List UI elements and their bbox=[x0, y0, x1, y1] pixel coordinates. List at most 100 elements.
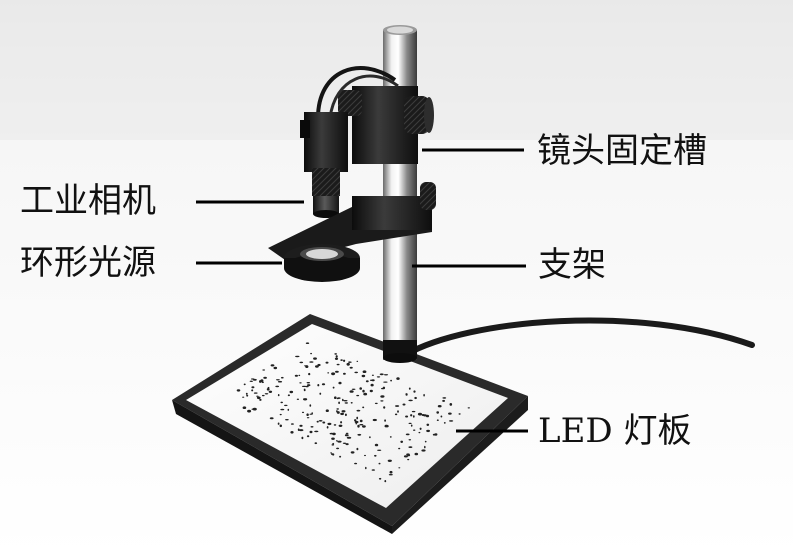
particle bbox=[336, 447, 340, 450]
particle bbox=[384, 480, 387, 483]
particle bbox=[398, 447, 401, 450]
particle bbox=[400, 440, 404, 443]
particle bbox=[303, 398, 308, 401]
particle bbox=[343, 372, 346, 375]
particle bbox=[377, 449, 382, 451]
particle bbox=[442, 397, 447, 399]
particle bbox=[419, 427, 422, 430]
particle bbox=[344, 402, 348, 404]
particle bbox=[334, 357, 339, 360]
particle bbox=[355, 423, 358, 425]
particle bbox=[308, 372, 311, 376]
particle bbox=[295, 355, 300, 358]
particle bbox=[287, 408, 290, 411]
particle bbox=[436, 411, 440, 414]
particle bbox=[327, 422, 332, 426]
particle bbox=[277, 380, 283, 383]
particle bbox=[398, 467, 401, 469]
particle bbox=[275, 385, 280, 388]
particle bbox=[405, 433, 410, 436]
particle bbox=[336, 397, 339, 400]
particle bbox=[325, 409, 329, 413]
particle bbox=[384, 424, 389, 428]
label-ring-light: 环形光源 bbox=[20, 243, 156, 283]
particle bbox=[243, 383, 246, 386]
sample-particles bbox=[236, 342, 470, 483]
particle bbox=[379, 373, 384, 376]
particle bbox=[314, 430, 319, 433]
particle bbox=[467, 407, 470, 409]
particle bbox=[372, 418, 377, 422]
particle bbox=[334, 396, 337, 400]
particle bbox=[356, 409, 361, 412]
particle bbox=[338, 401, 340, 405]
particle bbox=[309, 413, 313, 415]
particle bbox=[369, 379, 373, 381]
particle bbox=[443, 422, 446, 424]
particle bbox=[326, 426, 329, 429]
particle bbox=[268, 390, 273, 393]
particle bbox=[315, 365, 319, 368]
particle bbox=[259, 398, 262, 401]
particle bbox=[418, 431, 421, 434]
particle bbox=[277, 422, 280, 425]
particle bbox=[309, 430, 313, 434]
particle bbox=[256, 396, 261, 400]
particle bbox=[437, 405, 442, 408]
particle bbox=[426, 423, 430, 426]
particle bbox=[408, 446, 413, 448]
particle bbox=[333, 424, 337, 426]
particle bbox=[350, 402, 353, 404]
particle bbox=[299, 361, 304, 364]
particle bbox=[383, 374, 389, 376]
particle bbox=[382, 386, 386, 389]
particle bbox=[338, 381, 342, 385]
particle bbox=[280, 401, 284, 404]
particle bbox=[299, 424, 303, 427]
particle bbox=[424, 445, 426, 449]
particle bbox=[369, 389, 373, 393]
particle bbox=[362, 389, 365, 393]
particle bbox=[246, 394, 249, 397]
particle bbox=[434, 433, 438, 436]
particle bbox=[411, 410, 416, 413]
particle bbox=[298, 374, 301, 377]
particle bbox=[319, 392, 322, 395]
particle bbox=[279, 413, 282, 416]
particle bbox=[322, 421, 326, 424]
particle bbox=[384, 419, 386, 422]
particle bbox=[448, 412, 452, 415]
particle bbox=[356, 394, 360, 397]
particle bbox=[376, 376, 381, 378]
particle bbox=[313, 357, 317, 360]
particle bbox=[273, 366, 278, 370]
particle bbox=[336, 411, 340, 414]
particle bbox=[414, 396, 417, 400]
particle bbox=[397, 410, 399, 413]
particle bbox=[403, 455, 408, 458]
particle bbox=[279, 424, 282, 428]
particle bbox=[356, 416, 359, 420]
particle bbox=[380, 395, 385, 398]
particle bbox=[359, 419, 363, 423]
particle bbox=[383, 381, 388, 383]
particle bbox=[331, 444, 335, 446]
particle bbox=[301, 436, 304, 440]
particle bbox=[306, 417, 310, 419]
particle bbox=[341, 410, 346, 413]
particle bbox=[307, 384, 311, 387]
particle bbox=[335, 370, 339, 373]
particle bbox=[310, 352, 312, 355]
particle bbox=[242, 396, 245, 398]
particle bbox=[262, 369, 266, 371]
particle bbox=[423, 393, 425, 397]
particle bbox=[407, 458, 410, 461]
particle bbox=[364, 454, 366, 457]
particle bbox=[424, 440, 427, 443]
particle bbox=[354, 420, 359, 424]
particle bbox=[259, 380, 262, 383]
particle bbox=[374, 454, 377, 457]
particle bbox=[394, 413, 398, 416]
particle bbox=[359, 424, 364, 426]
